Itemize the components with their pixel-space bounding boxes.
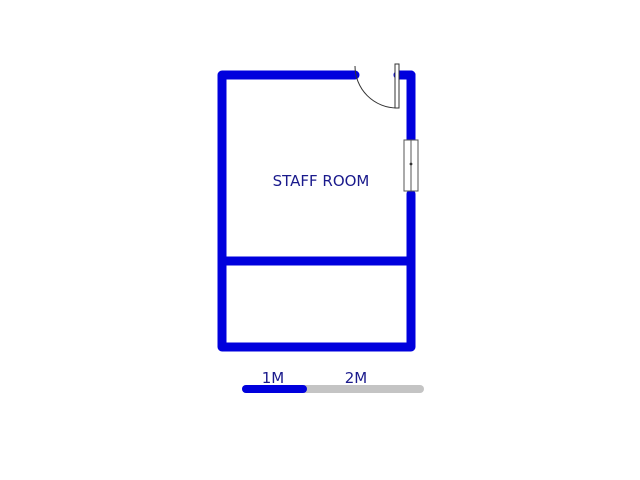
scale-label-2m: 2M	[345, 369, 368, 387]
scale-label-1m: 1M	[262, 369, 285, 387]
room-label: STAFF ROOM	[273, 172, 370, 190]
door-leaf	[394, 63, 400, 109]
window-latch	[409, 162, 413, 166]
outer-wall	[217, 70, 416, 352]
door-swing-arc	[354, 65, 398, 109]
